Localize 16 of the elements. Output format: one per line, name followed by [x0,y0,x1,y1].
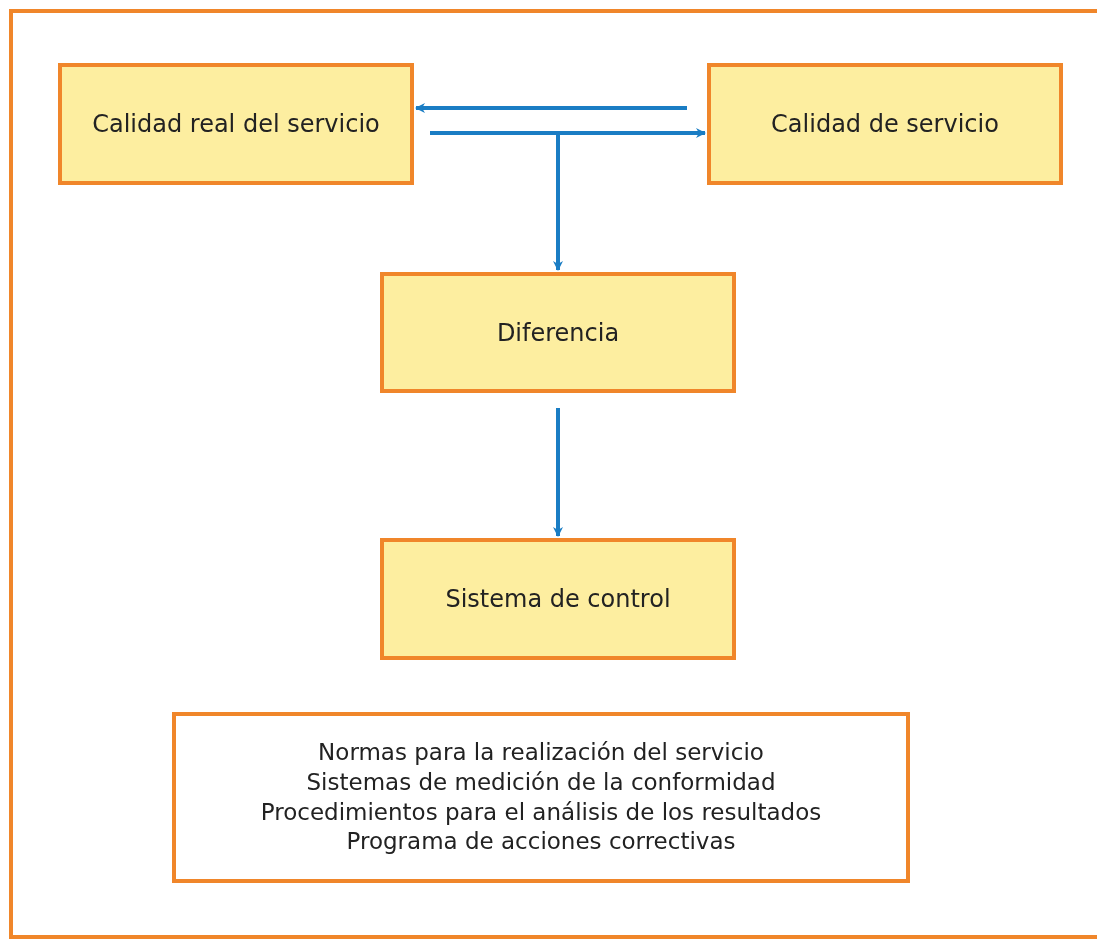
process-box [707,63,1063,185]
box-label: Sistema de control [445,585,671,613]
arrow [415,103,687,113]
box-label: Calidad de servicio [771,110,999,138]
list-box [172,712,910,883]
list-item: Programa de acciones correctivas [346,827,736,857]
arrow [430,131,563,271]
list-item: Sistemas de medición de la conformidad [306,767,776,797]
list-item: Procedimientos para el análisis de los resultados [260,797,822,827]
box-label: Diferencia [496,318,620,347]
process-box [380,272,736,393]
process-box [58,63,414,185]
box-label: Calidad real del servicio [92,110,380,138]
list-item: Normas para la realización del servicio [318,737,764,767]
arrow [553,408,563,537]
process-box [380,538,736,660]
